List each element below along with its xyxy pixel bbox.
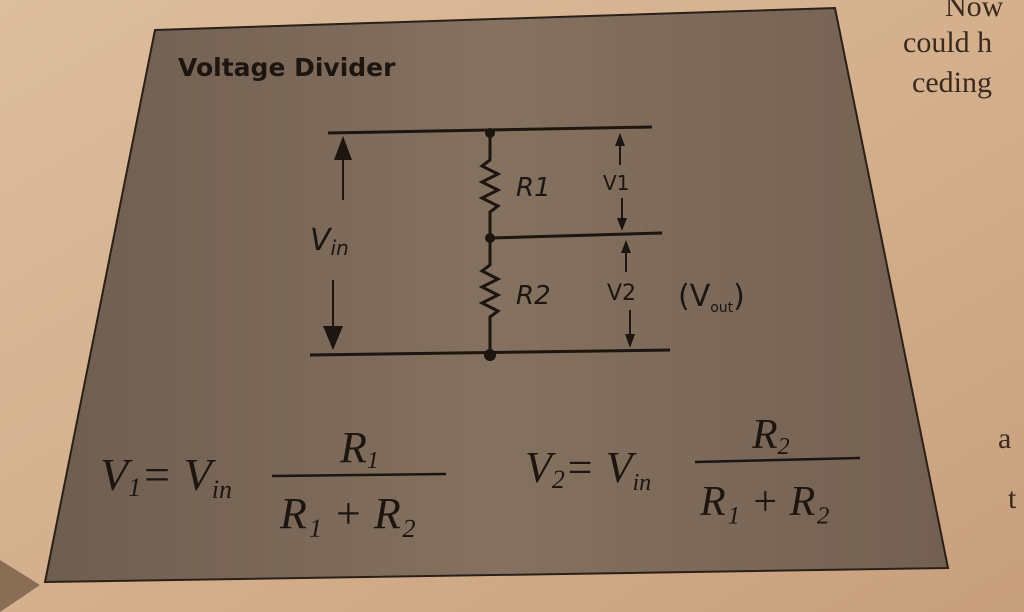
diagram-title: Voltage Divider [178,53,396,82]
node-dot [485,128,495,138]
arrowheads [323,128,635,361]
node-dot [484,349,496,361]
fraction-bar [271,472,447,478]
resistor-r1-icon [478,133,502,238]
arrow-down-icon [323,326,343,350]
page-text-line: Now [945,0,1004,23]
label-vin: Vin [310,223,349,260]
formula-v1-denominator: R₁ + R₂ [279,489,416,538]
label-r2: R2 [516,281,551,311]
arrow-down-icon [625,334,635,348]
formula-v2-lhs: V2= Vin [525,443,651,496]
page-text-line: a [998,422,1011,455]
formula-v1: V1= Vin R1 R₁ + R₂ [100,423,447,538]
formula-v1-numerator: R1 [339,423,379,474]
label-vout: (Vout) [678,279,745,316]
page-text-line: t [1008,482,1017,515]
arrow-up-icon [334,136,352,160]
label-r1: R1 [516,173,551,203]
arrow-up-icon [621,240,631,253]
page-text-line: could h [903,26,992,59]
middle-rail [489,231,663,240]
resistor-r2-icon [478,238,502,355]
page-text-line: ceding [912,66,992,99]
page-edge [0,560,40,612]
arrow-up-icon [615,133,625,146]
formula-v2: V2= Vin R2 R₁ + R₂ [525,412,861,525]
formula-v2-denominator: R₁ + R₂ [699,479,830,525]
label-v2: V2 [607,281,636,306]
formula-v1-lhs: V1= Vin [100,449,232,504]
label-v1: V1 [603,171,629,195]
node-dot [485,233,495,243]
fraction-bar [694,456,861,464]
arrow-down-icon [617,218,627,231]
formula-v2-numerator: R2 [751,412,790,460]
